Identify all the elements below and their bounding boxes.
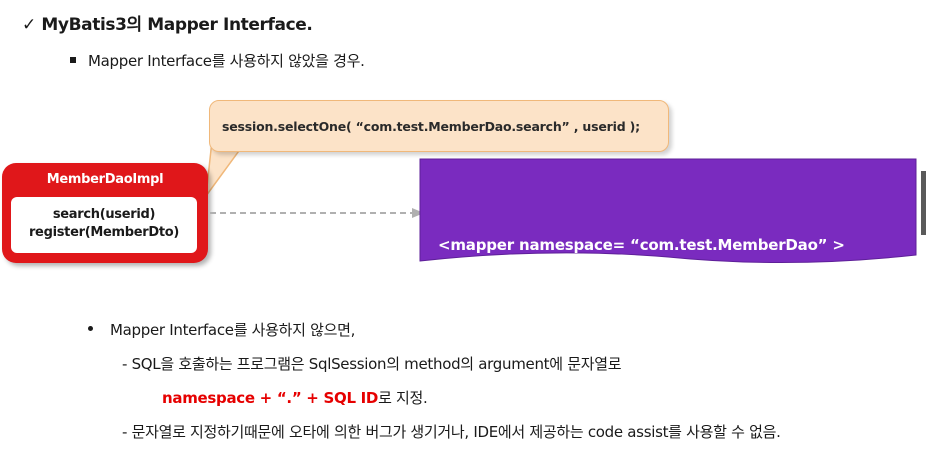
impl-box-title: MemberDaoImpl [46,172,164,187]
note-line-2-rest: 로 지정. [378,389,428,407]
check-icon: ✓ [22,15,36,35]
note-line-2: namespace + “.” + SQL ID로 지정. [162,387,428,408]
note-bullet-text: Mapper Interface를 사용하지 않으면, [110,321,356,339]
page-title: ✓ MyBatis3의 Mapper Interface. [22,10,313,35]
code-callout: session.selectOne( “com.test.MemberDao.s… [209,100,669,152]
dashed-arrow [210,208,424,218]
square-bullet-icon [70,56,76,63]
mapper-xml-text: <mapper namespace= “com.test.MemberDao” … [438,183,867,358]
subtitle: Mapper Interface를 사용하지 않았을 경우. [70,50,365,71]
note-line-1: - SQL을 호출하는 프로그램은 SqlSession의 method의 ar… [122,355,622,373]
namespace-highlight: namespace + “.” + SQL ID [162,389,379,407]
subtitle-text: Mapper Interface를 사용하지 않았을 경우. [88,52,365,70]
impl-methods-panel: search(userid) register(MemberDto) [11,197,197,253]
member-dao-impl-box: MemberDaoImpl search(userid) register(Me… [2,163,208,263]
mapper-xml-box [419,158,917,264]
method-register: register(MemberDto) [28,225,180,240]
edge-divider [921,171,926,235]
note-line-3: - 문자열로 지정하기때문에 오타에 의한 버그가 생기거나, IDE에서 제공… [122,423,781,441]
method-search: search(userid) [52,207,156,222]
note-bullet: Mapper Interface를 사용하지 않으면, [88,319,355,340]
mapper-line-select: <select id= “search” parameterType= “Str… [438,311,868,329]
callout-code-text: session.selectOne( “com.test.MemberDao.s… [222,118,640,134]
dot-bullet-icon [88,326,93,331]
page-title-text: MyBatis3의 Mapper Interface. [41,15,313,35]
mapper-line-namespace: <mapper namespace= “com.test.MemberDao” … [438,236,845,254]
